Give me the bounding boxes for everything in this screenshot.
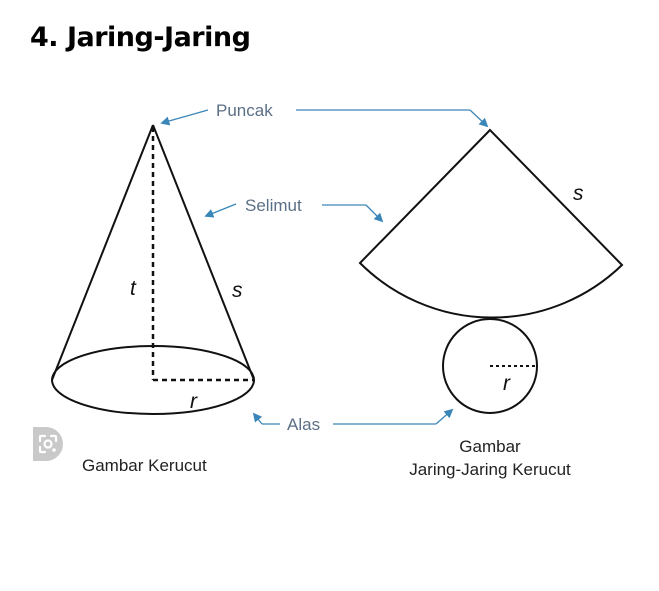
cone-height-label: t [130,277,137,300]
selimut-label: Selimut [245,196,302,215]
net-slant-label: s [573,182,584,205]
alas-label: Alas [287,415,320,434]
cone-caption: Gambar Kerucut [82,456,207,475]
cone-slant-label: s [232,279,243,302]
alas-arrow-left-tip [252,412,263,425]
callout-alas: Alas [252,408,454,434]
cone-left-side [51,124,154,381]
cone-figure: t s r [51,124,255,415]
puncak-arrow-left [160,109,209,126]
alas-arrow-right-tip [435,408,454,425]
selimut-arrow-right-tip [365,204,384,223]
puncak-label: Puncak [216,101,273,120]
net-radius-label: r [503,372,511,395]
cone-radius-label: r [190,390,198,413]
net-caption-line1: Gambar [459,437,521,456]
callout-puncak: Puncak [160,101,489,128]
google-lens-button[interactable] [33,427,63,461]
cone-net-figure: s r [358,128,624,414]
cone-base-front-arc [51,379,255,415]
callout-selimut: Selimut [204,196,384,223]
selimut-arrow-left [204,203,237,218]
page-title: 4. Jaring-Jaring [30,22,251,53]
google-lens-icon [38,434,58,454]
puncak-arrow-right-tip [469,109,489,128]
cone-right-side [152,124,255,381]
net-caption-line2: Jaring-Jaring Kerucut [409,460,571,479]
net-sector [358,128,624,319]
net-base-circle [442,318,538,414]
